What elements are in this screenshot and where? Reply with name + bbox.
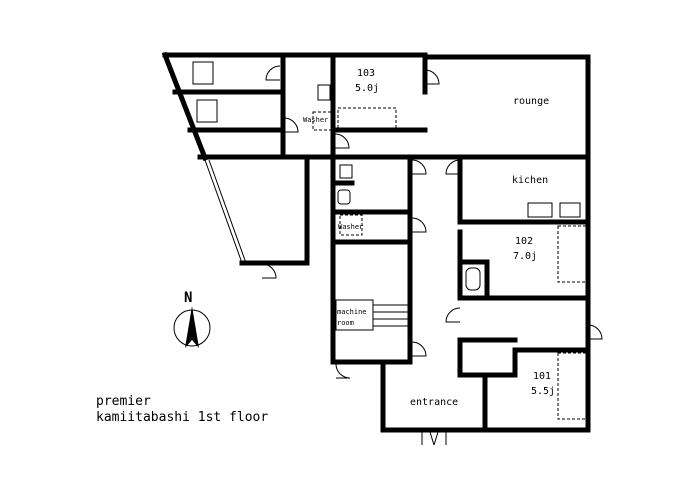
- entrance-label: entrance: [410, 397, 458, 408]
- title-line-2: kamiitabashi 1st floor: [96, 410, 268, 425]
- fixtures: [192, 61, 587, 420]
- room-102-number: 102: [515, 236, 533, 247]
- title-line-1: premier: [96, 394, 151, 409]
- compass-north-label: N: [184, 290, 192, 306]
- room-101-number: 101: [533, 371, 551, 382]
- machine-room-label-1: machine: [337, 308, 367, 316]
- room-101-size: 5.5j: [531, 386, 555, 397]
- lounge-label: rounge: [513, 96, 549, 107]
- room-103-number: 103: [357, 68, 375, 79]
- room-102-size: 7.0j: [513, 251, 537, 262]
- north-arrow-icon: [185, 306, 199, 348]
- washer-label-1: Washer: [303, 116, 328, 124]
- window-lines: [204, 159, 587, 420]
- machine-room-label-2: room: [337, 319, 354, 327]
- compass: N: [173, 290, 211, 348]
- room-103-size: 5.0j: [355, 83, 379, 94]
- kitchen-label: kichen: [512, 175, 548, 186]
- doors[interactable]: [261, 65, 603, 446]
- washer-label-2: Washer: [338, 223, 363, 231]
